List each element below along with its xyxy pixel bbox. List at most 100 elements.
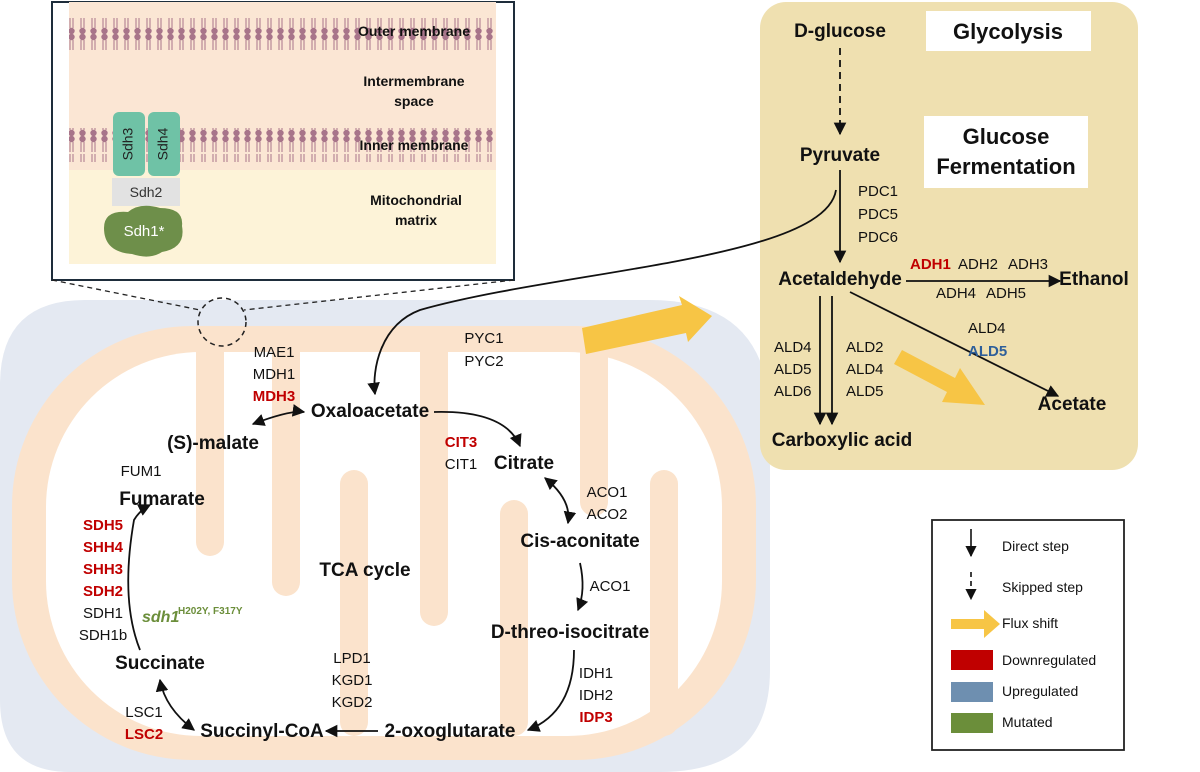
- tca-cycle-title: TCA cycle: [319, 560, 410, 581]
- d-threo-isocitrate: D-threo-isocitrate: [491, 622, 649, 643]
- zoom-line-right: [243, 279, 515, 311]
- fumarate: Fumarate: [119, 489, 205, 510]
- outer-membrane-label: Outer membrane: [358, 23, 470, 39]
- matrix-label-1: Mitochondrial: [370, 192, 462, 208]
- legend: Direct step Skipped step Flux shift Down…: [931, 519, 1125, 751]
- citrate: Citrate: [494, 453, 554, 474]
- shh4: SHH4: [83, 539, 124, 556]
- ald-a-1: ALD4: [774, 339, 812, 356]
- glucose-fermentation-title-1: Glucose: [963, 124, 1050, 149]
- 2-oxoglutarate: 2-oxoglutarate: [385, 721, 516, 742]
- cit3: CIT3: [445, 434, 478, 451]
- aco1-b: ACO1: [590, 578, 631, 595]
- sdh5: SDH5: [83, 517, 123, 534]
- ethanol: Ethanol: [1059, 269, 1129, 290]
- kgd1: KGD1: [332, 672, 373, 689]
- lsc2: LSC2: [125, 726, 163, 743]
- glucose-fermentation-box: [924, 116, 1088, 188]
- sdh1-mutant-sites: H202Y, F317Y: [178, 606, 243, 617]
- ald5-acetate: ALD5: [968, 343, 1007, 360]
- lsc1: LSC1: [125, 704, 163, 721]
- legend-frame: [931, 519, 1125, 751]
- oxaloacetate: Oxaloacetate: [311, 401, 429, 422]
- sdh1-gene: SDH1: [83, 605, 123, 622]
- legend-downregulated: Downregulated: [1002, 652, 1096, 668]
- ald-b-2: ALD4: [846, 361, 884, 378]
- zoom-line-left: [51, 279, 201, 311]
- intermembrane-label-2: space: [394, 93, 434, 109]
- sdh1-label: Sdh1*: [124, 223, 165, 240]
- glucose-fermentation-title-2: Fermentation: [936, 154, 1075, 179]
- succinyl-coa: Succinyl-CoA: [200, 721, 324, 742]
- sdh2-gene: SDH2: [83, 583, 123, 600]
- pdc6: PDC6: [858, 229, 898, 246]
- adh2: ADH2: [958, 256, 998, 273]
- legend-up-swatch: [951, 682, 993, 702]
- legend-flux-shift: Flux shift: [1002, 615, 1058, 631]
- cytosol-labels: D-glucose Glycolysis Glucose Fermentatio…: [772, 19, 1129, 451]
- succinate: Succinate: [115, 653, 205, 674]
- tca-labels: TCA cycle Oxaloacetate Citrate Cis-aconi…: [79, 330, 649, 743]
- glycolysis-title: Glycolysis: [953, 19, 1063, 44]
- adh5: ADH5: [986, 285, 1026, 302]
- legend-direct-step: Direct step: [1002, 538, 1069, 554]
- s-malate: (S)-malate: [167, 433, 259, 454]
- ald-b-1: ALD2: [846, 339, 884, 356]
- sdh4-label: Sdh4: [155, 127, 171, 160]
- sdh4-subunit: [148, 112, 180, 176]
- ald-a-3: ALD6: [774, 383, 812, 400]
- tca-arrows: [127, 404, 589, 738]
- lpd1: LPD1: [333, 650, 371, 667]
- cis-aconitate: Cis-aconitate: [520, 531, 639, 552]
- outer-membrane-bilayer: [69, 16, 496, 50]
- sdh1b-gene: SDH1b: [79, 627, 127, 644]
- idh2: IDH2: [579, 687, 613, 704]
- ald-b-3: ALD5: [846, 383, 884, 400]
- legend-mutated-swatch: [951, 713, 993, 733]
- cit1: CIT1: [445, 456, 478, 473]
- inset-labels: Outer membrane Intermembrane space Inner…: [120, 23, 471, 240]
- sdh1-mutant: sdh1: [142, 609, 179, 626]
- idh1: IDH1: [579, 665, 613, 682]
- sdh-complex: [104, 112, 183, 257]
- intermembrane-label-1: Intermembrane: [363, 73, 464, 89]
- legend-skipped-step: Skipped step: [1002, 579, 1083, 595]
- aco2: ACO2: [587, 506, 628, 523]
- shh3: SHH3: [83, 561, 123, 578]
- acetaldehyde: Acetaldehyde: [778, 269, 902, 290]
- sdh3-label: Sdh3: [120, 127, 136, 160]
- legend-down-swatch: [951, 650, 993, 670]
- ald-a-2: ALD5: [774, 361, 812, 378]
- sdh2-label: Sdh2: [130, 184, 163, 200]
- cristae: [196, 326, 678, 736]
- pdc5: PDC5: [858, 206, 898, 223]
- zoom-circle: [197, 297, 247, 347]
- sdh2-subunit: [112, 178, 180, 206]
- legend-flux-swatch: [951, 610, 1000, 638]
- adh1: ADH1: [910, 256, 951, 273]
- fum1: FUM1: [121, 463, 162, 480]
- acetate: Acetate: [1038, 394, 1107, 415]
- idp3: IDP3: [579, 709, 612, 726]
- legend-mutated: Mutated: [1002, 714, 1053, 730]
- flux-arrow-mito: [582, 296, 712, 354]
- d-glucose: D-glucose: [794, 21, 886, 42]
- mae1: MAE1: [254, 344, 295, 361]
- pdc1: PDC1: [858, 183, 898, 200]
- inner-membrane-label: Inner membrane: [360, 137, 469, 153]
- pyc1: PYC1: [464, 330, 503, 347]
- adh4: ADH4: [936, 285, 976, 302]
- aco1-a: ACO1: [587, 484, 628, 501]
- ald4-acetate: ALD4: [968, 320, 1006, 337]
- glycolysis-box: [926, 11, 1091, 51]
- mdh3: MDH3: [253, 388, 296, 405]
- flux-arrow-acetate: [894, 350, 985, 405]
- mdh1: MDH1: [253, 366, 296, 383]
- pyc2: PYC2: [464, 353, 503, 370]
- kgd2: KGD2: [332, 694, 373, 711]
- sdh1-subunit: [104, 205, 183, 257]
- matrix-label-2: matrix: [395, 212, 437, 228]
- legend-upregulated: Upregulated: [1002, 683, 1078, 699]
- sdh3-subunit: [113, 112, 145, 176]
